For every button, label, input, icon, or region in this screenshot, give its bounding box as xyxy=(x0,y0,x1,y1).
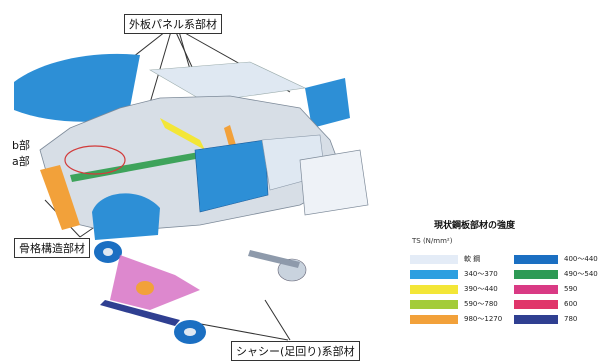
legend-label: 980～1270 xyxy=(464,315,503,323)
b-part-label: b部 xyxy=(12,139,30,152)
legend-label: 390～440 xyxy=(464,285,498,293)
legend-swatch xyxy=(410,284,458,294)
legend-label: 600 xyxy=(564,300,578,308)
sill-green xyxy=(70,150,212,182)
legend-title: 現状鋼板部材の強度 xyxy=(434,221,516,231)
rear-door-open xyxy=(299,149,369,216)
skeleton-callout: 骨格構造部材 xyxy=(14,238,90,258)
trunk-lid-panel xyxy=(305,78,350,128)
hood-panel xyxy=(14,53,140,122)
legend-item: 400～440 xyxy=(514,254,598,264)
legend-label: 780 xyxy=(564,315,578,323)
legend-swatch xyxy=(514,314,558,324)
legend-label: 軟 鋼 xyxy=(464,255,481,263)
legend-unit: TS (N/mm²) xyxy=(412,237,453,245)
legend-item: 390～440 xyxy=(410,284,498,294)
legend-swatch xyxy=(514,254,558,264)
a-b-highlight xyxy=(64,145,126,175)
legend-item: 軟 鋼 xyxy=(410,254,480,264)
chassis-parts xyxy=(94,241,307,344)
legend-swatch xyxy=(514,284,558,294)
legend-label: 490～540 xyxy=(564,270,598,278)
legend-swatch xyxy=(514,269,558,279)
legend-swatch xyxy=(410,314,458,324)
legend-swatch xyxy=(410,299,458,309)
pillar-yellow xyxy=(160,118,205,150)
legend-item: 600 xyxy=(514,299,577,309)
front-fender-panel xyxy=(92,193,160,240)
legend-item: 980～1270 xyxy=(410,314,502,324)
outer-panel-callout: 外板パネル系部材 xyxy=(124,14,222,34)
front-door-panel xyxy=(194,139,269,213)
legend-label: 590～780 xyxy=(464,300,498,308)
legend-label: 400～440 xyxy=(564,255,598,263)
legend-swatch xyxy=(514,299,558,309)
chassis-callout: シャシー(足回り)系部材 xyxy=(231,341,360,361)
front-rail-orange xyxy=(40,165,80,230)
legend-item: 780 xyxy=(514,314,577,324)
legend-swatch xyxy=(410,269,458,279)
legend-item: 340～370 xyxy=(410,269,498,279)
legend-swatch xyxy=(410,254,458,264)
legend-item: 490～540 xyxy=(514,269,598,279)
legend-label: 590 xyxy=(564,285,578,293)
a-part-label: a部 xyxy=(12,155,30,168)
legend-item: 590～780 xyxy=(410,299,498,309)
legend-label: 340～370 xyxy=(464,270,498,278)
legend-item: 590 xyxy=(514,284,577,294)
